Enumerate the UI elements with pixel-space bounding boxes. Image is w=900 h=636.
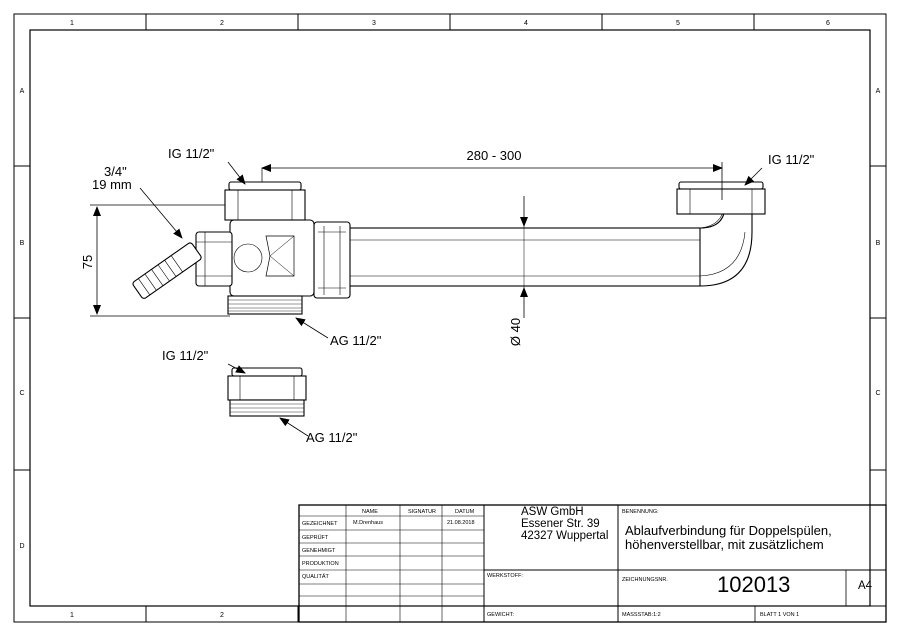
pipe-bend (699, 204, 753, 287)
row-label-d-left: D (19, 543, 24, 550)
tee-union-nut (313, 221, 351, 299)
hose-size-label: 3/4" (104, 164, 127, 179)
row-label-c-right: C (875, 390, 880, 397)
row-genehmigt: GENEHMIGT (302, 548, 336, 554)
callout-ag-nut: AG 11/2" (306, 430, 358, 445)
column-label-1-bottom: 1 (70, 612, 74, 619)
massstab-label: MASSSTAB:1:2 (622, 612, 661, 618)
header-signatur: SIGNATUR (408, 509, 437, 515)
benennung-line-2: höhenverstellbar, mit zusätzlichem (625, 537, 824, 552)
row-label-c-left: C (19, 390, 24, 397)
blatt-label: BLATT 1 VON 1 (760, 612, 800, 618)
tee-top-nut (224, 168, 306, 221)
row-label-a-right: A (876, 88, 881, 95)
column-label-4: 4 (524, 20, 528, 27)
row-produktion: PRODUKTION (302, 561, 339, 567)
paper-format: A4 (858, 580, 873, 592)
dimension-280-300-label: 280 - 300 (467, 148, 522, 163)
title-block (298, 504, 887, 623)
loose-nut (227, 367, 307, 417)
drain-assembly (132, 168, 766, 315)
hose-mm-label: 19 mm (92, 177, 132, 192)
right-outlet-nut (676, 181, 766, 215)
header-name: NAME (362, 509, 378, 515)
row-qualitaet: QUALITÄT (302, 574, 329, 580)
callout-ig-right: IG 11/2" (768, 152, 815, 167)
tee-bottom-thread (227, 295, 303, 315)
row-geprueft: GEPRÜFT (302, 535, 329, 541)
company-name: ASW GmbH (521, 506, 584, 518)
dimension-280-300 (261, 162, 723, 200)
callout-ag-tee: AG 11/2" (330, 333, 382, 348)
dimension-75 (90, 204, 230, 317)
header-datum: DATUM (455, 509, 475, 515)
zeichnungsnr-label: ZEICHNUNGSNR. (622, 577, 668, 583)
gewicht-label: GEWICHT: (487, 612, 514, 618)
leaders (139, 161, 763, 437)
callout-ig-tee: IG 11/2" (168, 146, 215, 161)
company-street: Essener Str. 39 (521, 518, 600, 530)
column-label-5: 5 (676, 20, 680, 27)
hose-nozzle (132, 242, 202, 299)
callout-ig-nut: IG 11/2" (162, 348, 209, 363)
column-label-2: 2 (220, 20, 224, 27)
benennung-label: BENENNUNG: (622, 509, 659, 515)
row-label-b-left: B (20, 240, 25, 247)
column-label-1: 1 (70, 20, 74, 27)
dimension-diameter-label: Ø 40 (508, 318, 523, 346)
tee-body (229, 219, 315, 297)
column-label-3: 3 (372, 20, 376, 27)
row-gezeichnet: GEZEICHNET (302, 521, 338, 527)
werkstoff-label: WERKSTOFF: (487, 573, 523, 579)
column-label-2-bottom: 2 (220, 612, 224, 619)
benennung-line-1: Ablaufverbindung für Doppelspülen, (625, 523, 832, 538)
company-city: 42327 Wuppertal (521, 530, 609, 542)
column-label-6: 6 (826, 20, 830, 27)
row-label-a-left: A (20, 88, 25, 95)
row-label-b-right: B (876, 240, 881, 247)
drawn-date: 21.08.2018 (447, 520, 475, 526)
drawn-by: M.Drenhaus (353, 520, 383, 526)
dimension-75-label: 75 (80, 255, 95, 269)
drawing-number: 102013 (717, 572, 791, 597)
